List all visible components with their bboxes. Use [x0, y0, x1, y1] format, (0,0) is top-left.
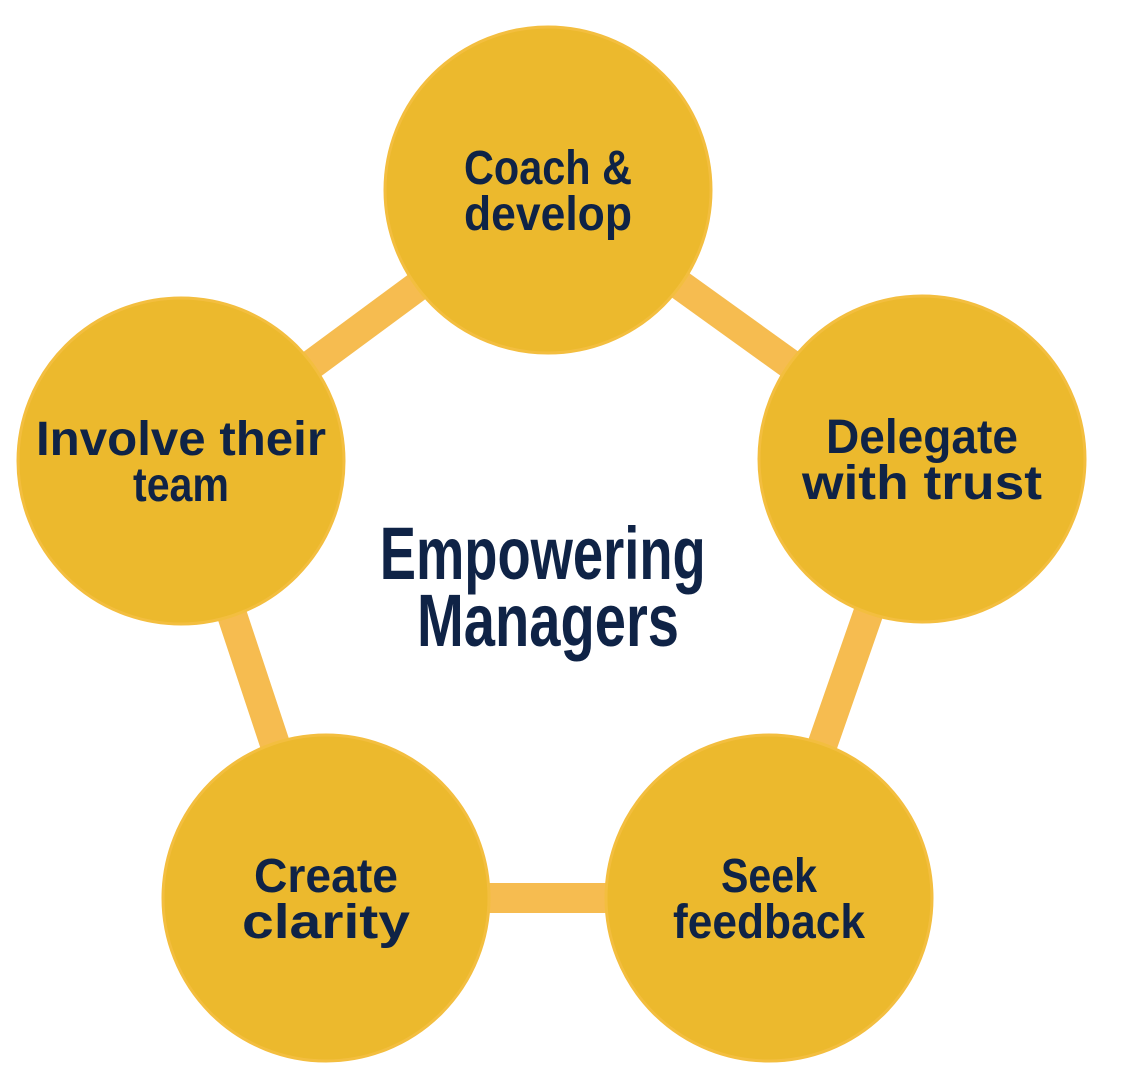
node-coach-develop: Coach &develop [383, 25, 713, 355]
center-title: Empowering Managers [380, 512, 727, 662]
node-label-line: develop [464, 188, 632, 241]
node-label-line: team [133, 459, 229, 512]
node-label-line: Delegate [826, 411, 1018, 464]
node-label-line: feedback [673, 896, 865, 949]
node-label-line: clarity [242, 896, 410, 949]
node-label-line: Coach & [464, 142, 632, 195]
center-title-line-1: Empowering [380, 512, 706, 595]
node-circle [16, 296, 346, 626]
node-label-line: Create [254, 850, 398, 903]
node-label-line: Involve their [36, 413, 326, 466]
center-title-line-2: Managers [417, 579, 679, 662]
node-circle [161, 733, 491, 1063]
node-label-line: Seek [721, 850, 817, 903]
node-circle [604, 733, 934, 1063]
node-label-line: with trust [801, 457, 1042, 510]
node-circle [383, 25, 713, 355]
node-circle [757, 294, 1087, 624]
node-label: Coach &develop [464, 142, 632, 241]
